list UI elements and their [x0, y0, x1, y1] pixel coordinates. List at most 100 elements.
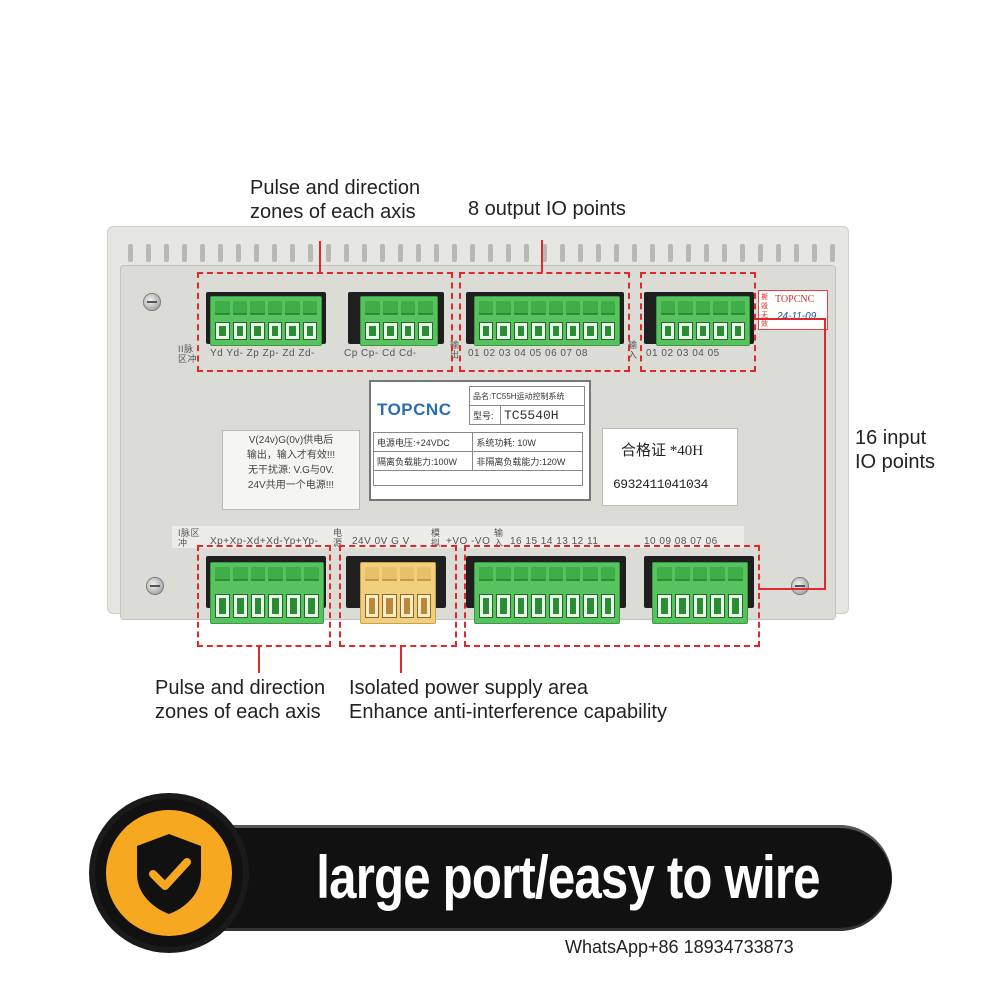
shield-check-icon	[129, 830, 209, 916]
power-note: V(24v)G(0v)供电后 输出，输入才有效!!! 无干扰源: V.G与0V.…	[222, 430, 360, 510]
leader-line	[754, 318, 826, 320]
pin-labels-cp: Cp Cp- Cd Cd-	[344, 348, 417, 359]
vent-slot	[452, 244, 457, 262]
callout-line: 16 input	[855, 427, 927, 449]
terminal-block-axis-top	[210, 296, 322, 346]
vent-slot	[236, 244, 241, 262]
vent-slot	[380, 244, 385, 262]
vent-slot	[434, 244, 439, 262]
certificate-label: 合格证 *40H 6932411041034	[602, 428, 738, 506]
vent-slot	[812, 244, 817, 262]
bottom-label-strip	[172, 526, 744, 548]
vent-slot	[776, 244, 781, 262]
vent-slot	[182, 244, 187, 262]
vent-slot	[758, 244, 763, 262]
callout-bottom-center: Isolated power supply area Enhance anti-…	[349, 676, 667, 724]
highlight-power	[339, 545, 457, 647]
vent-slot	[308, 244, 313, 262]
vent-slot	[686, 244, 691, 262]
vent-slot	[668, 244, 673, 262]
vent-slot	[632, 244, 637, 262]
leader-line	[258, 645, 260, 673]
vent-slot	[830, 244, 835, 262]
sticker-date: 24-11-09	[777, 311, 817, 322]
highlight-input-top	[640, 272, 756, 372]
callout-top-center: 8 output IO points	[468, 198, 626, 220]
vent-slot	[272, 244, 277, 262]
vent-slot	[326, 244, 331, 262]
vent-slot	[146, 244, 151, 262]
vent-slot	[254, 244, 259, 262]
spec-power: 系统功耗: 10W	[472, 432, 583, 452]
spec-iso-load: 隔离负载能力:100W	[372, 451, 474, 471]
screw-icon	[792, 578, 808, 594]
callout-line: IO points	[855, 451, 936, 473]
pin-labels-analog: +VO -VO	[446, 536, 491, 547]
vent-slot	[164, 244, 169, 262]
pin-label-analog: 模拟	[431, 528, 441, 548]
pin-labels-input-top: 01 02 03 04 05	[646, 348, 720, 359]
vent-slot	[344, 244, 349, 262]
callout-bottom-left: Pulse and direction zones of each axis	[155, 676, 325, 724]
note-line: 无干扰源: V.G与0V.	[248, 465, 334, 476]
contact-whatsapp: WhatsApp+86 18934733873	[565, 937, 794, 957]
vent-slot	[740, 244, 745, 262]
vent-slot	[542, 244, 547, 262]
terminal-block-input-top	[656, 296, 750, 346]
certificate-title: 合格证 *40H	[621, 443, 704, 459]
product-name: 品名:TC55H运动控制系统	[469, 386, 585, 406]
sticker-left-text: 撕毁无效	[761, 294, 768, 328]
spec-noniso-load: 非隔离负载能力:120W	[472, 451, 583, 471]
leader-line	[758, 588, 826, 590]
model-number: TC5540H	[500, 405, 585, 425]
leader-line	[400, 645, 402, 673]
banner-headline: large port/easy to wire	[316, 844, 820, 911]
plate-name-table: 品名:TC55H运动控制系统 型号: TC5540H	[469, 386, 585, 425]
pin-labels-input-a: 16 15 14 13 12 11	[510, 536, 599, 547]
vent-slot	[614, 244, 619, 262]
brand-logo: TOPCNC	[377, 400, 452, 419]
pin-labels-output: 01 02 03 04 05 06 07 08	[468, 348, 588, 359]
pin-labels-input-b: 10 09 08 07 06	[644, 536, 718, 547]
pin-label-axis2: II脉区冲	[178, 344, 198, 364]
vent-slot	[218, 244, 223, 262]
callout-line: Pulse and direction	[155, 677, 326, 699]
terminal-block-cp-top	[360, 296, 438, 346]
terminal-block-output	[474, 296, 620, 346]
vent-slot	[362, 244, 367, 262]
pin-labels-power: 24V 0V G V	[352, 536, 410, 547]
terminal-block-input-b	[652, 562, 748, 624]
highlight-axis-bottom	[197, 545, 331, 647]
vent-slot	[794, 244, 799, 262]
pin-label-axis1: I脉区冲	[178, 528, 201, 548]
screw-icon	[147, 578, 163, 594]
pin-labels-axis-bottom: Xp+Xp-Xd+Xd-Yp+Yp-	[210, 536, 319, 547]
spec-voltage: 电源电压:+24VDC	[372, 432, 474, 452]
feature-banner	[150, 825, 892, 931]
vent-slot	[578, 244, 583, 262]
barcode-number: 6932411041034	[613, 477, 708, 492]
leader-line	[541, 240, 543, 272]
pin-labels-axis-top: Yd Yd- Zp Zp- Zd Zd-	[210, 348, 315, 359]
callout-line: zones of each axis	[250, 201, 416, 223]
callout-top-left: Pulse and direction zones of each axis	[250, 176, 420, 224]
plate-spec-table: 电源电压:+24VDC 系统功耗: 10W 隔离负载能力:100W 非隔离负载能…	[372, 432, 583, 486]
product-label-plate: TOPCNC 品名:TC55H运动控制系统 型号: TC5540H 电源电压:+…	[369, 380, 591, 501]
vent-slot	[470, 244, 475, 262]
note-line: 24V共用一个电源!!!	[247, 480, 335, 491]
vent-slot	[200, 244, 205, 262]
vent-slot	[704, 244, 709, 262]
vent-slot	[488, 244, 493, 262]
screw-icon	[144, 294, 160, 310]
pin-label-input-bottom: 输入	[494, 528, 504, 548]
vent-slot	[416, 244, 421, 262]
vent-slot	[290, 244, 295, 262]
warranty-sticker: 撕毁无效 TOPCNC 24-11-09	[758, 290, 828, 330]
vent-slot	[398, 244, 403, 262]
callout-line: zones of each axis	[155, 701, 321, 723]
pin-label-input-top: 输入	[628, 340, 638, 360]
leader-line	[319, 241, 321, 272]
vent-slot	[722, 244, 727, 262]
vent-slot	[596, 244, 601, 262]
vent-slot	[560, 244, 565, 262]
